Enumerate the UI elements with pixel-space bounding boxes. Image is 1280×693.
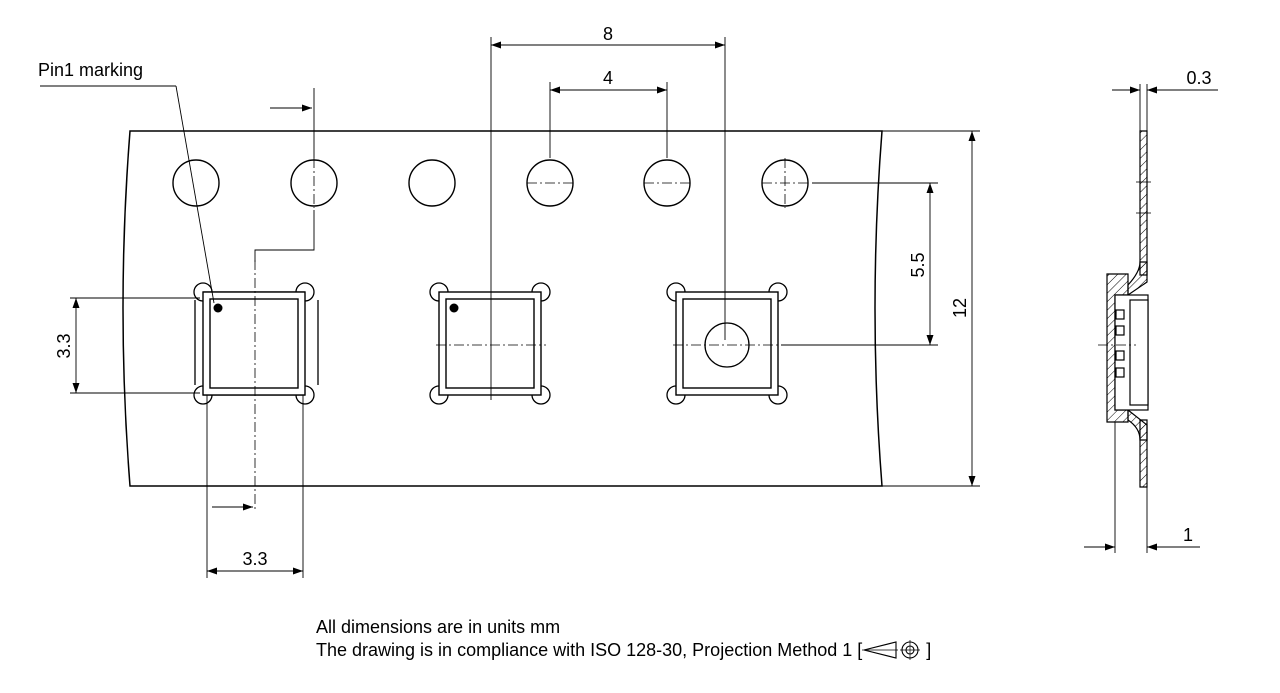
dim-4 <box>549 82 668 158</box>
projection-method-icon <box>862 640 921 660</box>
side-section-view <box>1106 130 1151 488</box>
pin1-label: Pin1 marking <box>38 60 143 80</box>
sprocket-hole <box>172 159 220 207</box>
pin1-leader <box>40 85 215 304</box>
dim-12-label: 12 <box>950 298 970 318</box>
sprocket-hole <box>408 159 456 207</box>
dim-3-3-horizontal <box>206 395 304 578</box>
pin1-dot <box>213 303 223 313</box>
dim-3-3-vertical <box>70 297 200 394</box>
dim-0-3 <box>1112 84 1218 131</box>
drawing-notes: All dimensions are in units mm The drawi… <box>316 616 931 662</box>
compliance-close: ] <box>926 640 932 660</box>
dim-1-label: 1 <box>1183 525 1193 545</box>
hole-centerlines <box>313 158 809 208</box>
top-pointer <box>270 88 315 158</box>
units-note: All dimensions are in units mm <box>316 617 561 637</box>
dim-4-label: 4 <box>603 68 613 88</box>
dim-8-label: 8 <box>603 24 613 44</box>
dim-8 <box>490 37 726 400</box>
dim-0-3-label: 0.3 <box>1186 68 1211 88</box>
pin1-dot <box>449 303 459 313</box>
dim-3-3-vertical-label: 3.3 <box>54 333 74 358</box>
compliance-text: The drawing is in compliance with ISO 12… <box>316 640 863 660</box>
sprocket-holes <box>172 159 809 207</box>
compliance-note: The drawing is in compliance with ISO 12… <box>316 639 931 662</box>
pocket-3 <box>666 282 788 405</box>
dim-5-5-label: 5.5 <box>908 252 928 277</box>
reference-line <box>254 210 315 262</box>
dim-3-3-horizontal-label: 3.3 <box>242 549 267 569</box>
dim-1 <box>1084 422 1200 553</box>
dim-5-5 <box>781 182 938 346</box>
pocket-2 <box>429 282 551 405</box>
pocket-1 <box>193 282 319 405</box>
dim-12 <box>882 130 980 487</box>
